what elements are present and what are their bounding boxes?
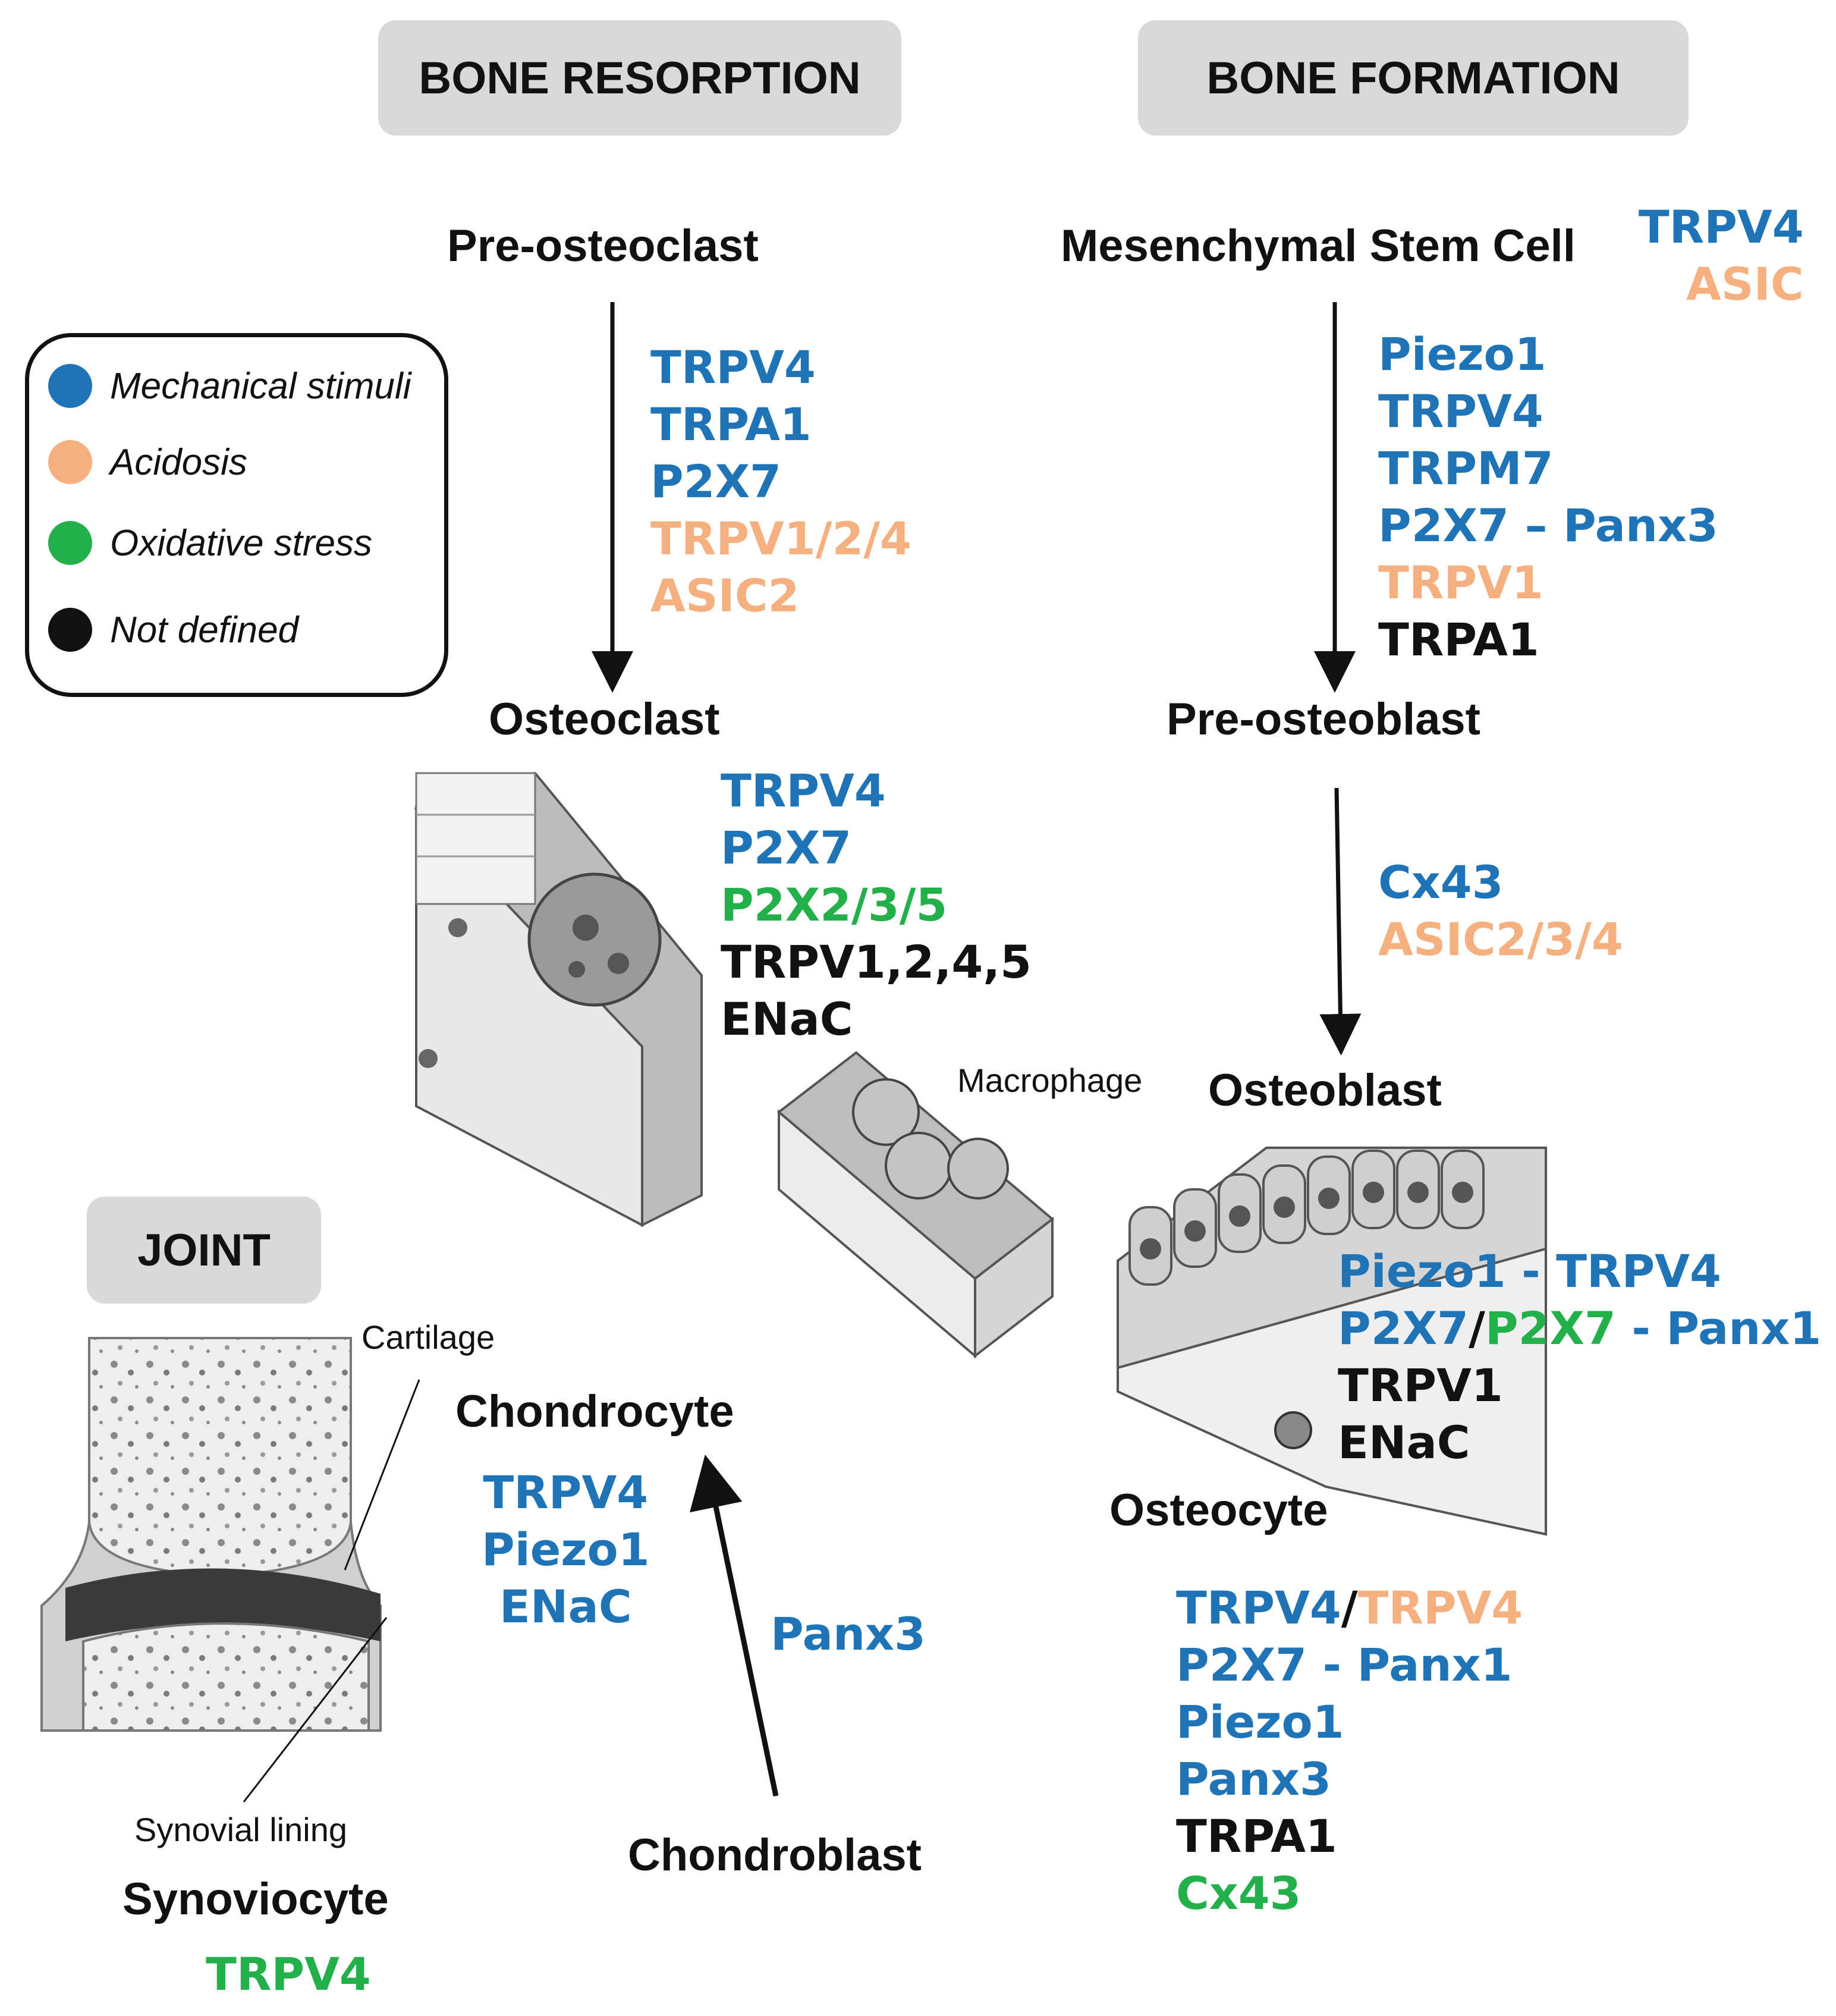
legend: Mechanical stimuli Acidosis Oxidative st… bbox=[25, 333, 448, 697]
channel-item: ASIC2 bbox=[650, 569, 800, 622]
channel-item: TRPV4 bbox=[721, 764, 886, 817]
label-chondroblast: Chondroblast bbox=[628, 1830, 922, 1880]
label-pre-osteoblast: Pre-osteoblast bbox=[1167, 694, 1480, 745]
channel-item: P2X7 bbox=[721, 821, 852, 874]
osteoclast-bone-illustration bbox=[414, 771, 703, 1227]
channel-item: Piezo1 bbox=[1176, 1695, 1344, 1748]
channel-item: TRPV4 bbox=[1378, 385, 1543, 438]
channel-part: P2X7 bbox=[1338, 1302, 1469, 1355]
channels-osteoblast: Piezo1 - TRPV4 P2X7/P2X7 - Panx1 TRPV1 E… bbox=[1338, 1243, 1821, 1471]
channel-item: ENaC bbox=[499, 1580, 632, 1633]
label-osteoclast: Osteoclast bbox=[489, 694, 720, 745]
channel-separator: / bbox=[1469, 1302, 1485, 1355]
channel-part: P2X7 bbox=[1485, 1302, 1616, 1355]
channels-msc-to-preosteoblast: Piezo1 TRPV4 TRPM7 P2X7 – Panx3 TRPV1 TR… bbox=[1378, 326, 1718, 668]
header-joint: JOINT bbox=[87, 1197, 321, 1304]
black-dot-icon bbox=[48, 608, 92, 652]
channel-item: ENaC bbox=[1338, 1416, 1470, 1469]
legend-item-acidosis: Acidosis bbox=[48, 438, 247, 486]
channel-part: TRPV4 bbox=[1357, 1581, 1523, 1634]
channel-item: Cx43 bbox=[1176, 1867, 1301, 1920]
legend-item-not-defined: Not defined bbox=[48, 606, 298, 654]
channel-item: TRPV4 bbox=[1638, 200, 1804, 253]
channel-item: TRPV4/TRPV4 bbox=[1176, 1579, 1523, 1637]
channel-item: Piezo1 bbox=[1378, 328, 1546, 381]
channel-item: ASIC2/3/4 bbox=[1378, 913, 1623, 966]
channel-item: Piezo1 - TRPV4 bbox=[1338, 1245, 1721, 1298]
channel-item: Cx43 bbox=[1378, 856, 1504, 909]
channel-item: TRPV4 bbox=[650, 341, 816, 394]
label-cartilage: Cartilage bbox=[361, 1318, 495, 1356]
channel-separator: / bbox=[1341, 1581, 1358, 1634]
label-chondrocyte: Chondrocyte bbox=[455, 1386, 734, 1437]
channel-item: P2X2/3/5 bbox=[721, 878, 948, 931]
legend-item-mechanical: Mechanical stimuli bbox=[48, 362, 411, 410]
legend-item-oxidative: Oxidative stress bbox=[48, 519, 372, 567]
peach-dot-icon bbox=[48, 440, 92, 484]
channels-preosteoclast-to-osteoclast: TRPV4 TRPA1 P2X7 TRPV1/2/4 ASIC2 bbox=[650, 339, 911, 624]
channel-item: Piezo1 bbox=[482, 1523, 650, 1576]
label-synovial-lining: Synovial lining bbox=[134, 1811, 347, 1848]
header-bone-formation: BONE FORMATION bbox=[1138, 20, 1689, 136]
channels-preosteoblast-to-osteoblast: Cx43 ASIC2/3/4 bbox=[1378, 854, 1623, 968]
arrow-preosteoblast-osteoblast bbox=[1319, 787, 1362, 1056]
channel-item: TRPV1 bbox=[1338, 1359, 1503, 1412]
legend-label: Acidosis bbox=[110, 441, 247, 483]
label-osteocyte: Osteocyte bbox=[1109, 1485, 1328, 1535]
legend-label: Mechanical stimuli bbox=[110, 365, 411, 407]
legend-label: Not defined bbox=[110, 609, 299, 651]
channel-item: P2X7 - Panx1 bbox=[1176, 1638, 1513, 1691]
osteoblast-illustration bbox=[1117, 1147, 1547, 1536]
label-osteoblast: Osteoblast bbox=[1208, 1065, 1442, 1116]
channel-part: TRPV4 bbox=[1176, 1581, 1341, 1634]
green-dot-icon bbox=[48, 521, 92, 565]
channels-osteocyte: TRPV4/TRPV4 P2X7 - Panx1 Piezo1 Panx3 TR… bbox=[1176, 1579, 1523, 1922]
channel-item: ENaC bbox=[721, 993, 853, 1045]
channel-item: P2X7/P2X7 - Panx1 bbox=[1338, 1300, 1821, 1357]
channel-chondroblast-to-chondrocyte: Panx3 bbox=[771, 1607, 926, 1660]
label-macrophage: Macrophage bbox=[957, 1062, 1143, 1099]
channel-item: TRPV1/2/4 bbox=[650, 512, 912, 565]
label-pre-osteoclast: Pre-osteoclast bbox=[447, 221, 759, 271]
channel-item: Panx3 bbox=[1176, 1753, 1331, 1805]
channels-osteoclast: TRPV4 P2X7 P2X2/3/5 TRPV1,2,4,5 ENaC bbox=[721, 762, 1032, 1048]
channel-item: ASIC bbox=[1686, 258, 1804, 310]
channel-item: TRPM7 bbox=[1378, 442, 1554, 495]
channels-msc-side: TRPV4 ASIC bbox=[1636, 199, 1804, 313]
channel-part: - Panx1 bbox=[1615, 1302, 1822, 1355]
channel-item: TRPA1 bbox=[650, 398, 812, 451]
macrophage-illustration bbox=[776, 1051, 1055, 1359]
channel-item: TRPA1 bbox=[1176, 1810, 1337, 1863]
channel-item: TRPA1 bbox=[1378, 613, 1539, 666]
legend-label: Oxidative stress bbox=[110, 522, 373, 564]
label-msc: Mesenchymal Stem Cell bbox=[1061, 221, 1576, 271]
channels-chondrocyte: TRPV4 Piezo1 ENaC bbox=[482, 1464, 650, 1635]
channel-item: TRPV1 bbox=[1378, 556, 1543, 609]
channel-item: P2X7 – Panx3 bbox=[1378, 499, 1718, 552]
channel-item: TRPV4 bbox=[483, 1466, 649, 1519]
channel-item: P2X7 bbox=[650, 455, 782, 508]
channel-item: TRPV1,2,4,5 bbox=[721, 935, 1032, 988]
header-bone-resorption: BONE RESORPTION bbox=[378, 20, 901, 136]
joint-illustration bbox=[40, 1337, 420, 1803]
blue-dot-icon bbox=[48, 364, 92, 408]
label-synoviocyte: Synoviocyte bbox=[122, 1874, 389, 1924]
arrow-chondroblast-chondrocyte bbox=[690, 1454, 779, 1797]
channel-synoviocyte: TRPV4 bbox=[206, 1948, 371, 2001]
